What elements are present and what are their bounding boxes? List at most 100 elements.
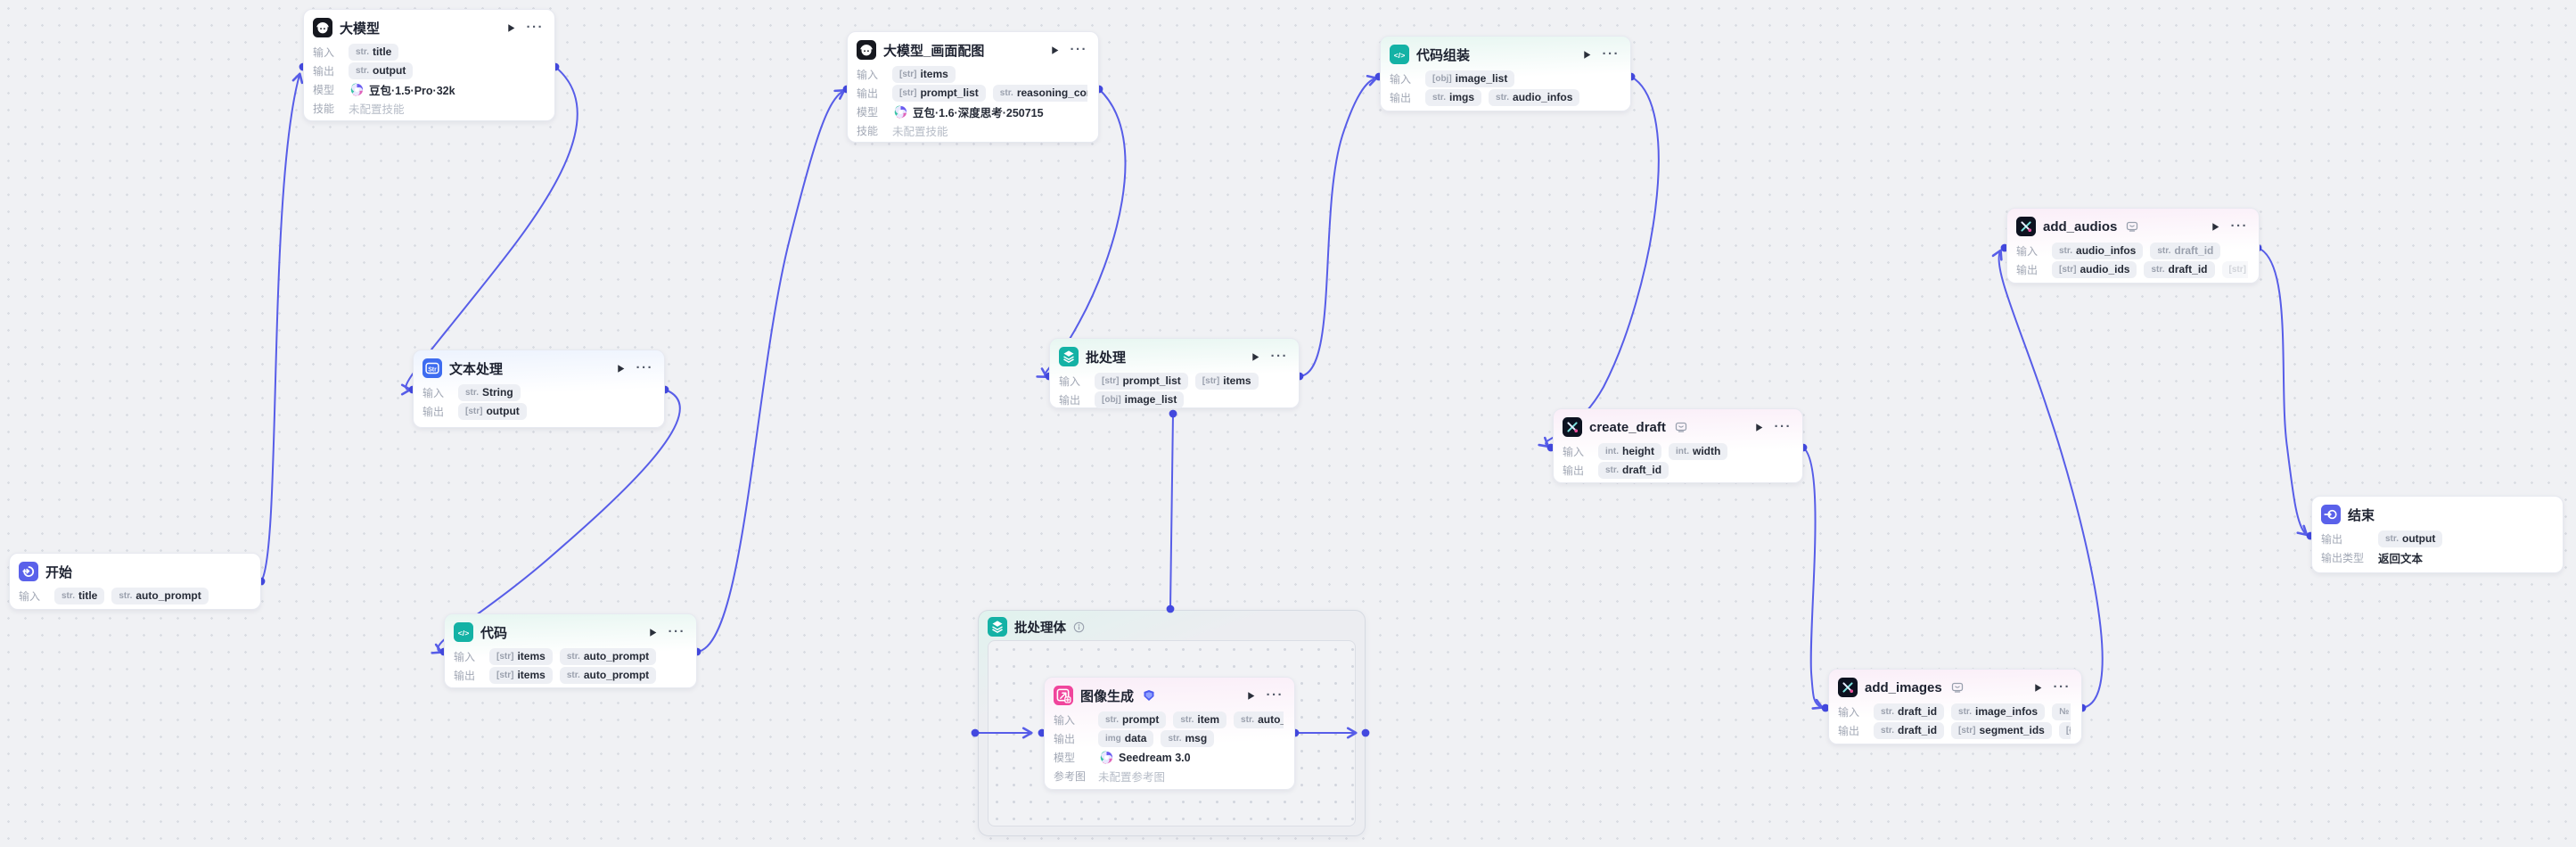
run-button[interactable] [1246,691,1256,701]
edge-start-to-llm[interactable] [260,72,304,582]
run-button[interactable] [1251,352,1260,362]
node-header: </>代码··· [445,614,696,646]
row-values: 未配置技能 [892,122,948,139]
param-pill-items[interactable]: [str]items [892,66,956,83]
run-button[interactable] [1754,423,1764,432]
batch-body-container[interactable]: 批处理体 [978,610,1366,836]
more-menu-button[interactable]: ··· [1270,349,1288,364]
node-header: 大模型··· [304,10,554,41]
run-button[interactable] [616,364,626,374]
param-pill-height[interactable]: int.height [1598,443,1661,460]
type-tag: str. [2059,246,2073,256]
param-pill-auto_prompt[interactable]: str.auto_prompt [559,667,657,684]
edge-create-draft-to-add-images[interactable] [1802,447,1824,710]
param-pill-draft_id[interactable]: str.draft_id [2144,261,2215,278]
run-button[interactable] [2211,222,2220,232]
param-pill-draft_id[interactable]: str.draft_id [1874,722,1945,739]
param-pill-imgs[interactable]: str.imgs [1425,89,1482,106]
param-pill-items[interactable]: [str]items [489,648,553,665]
param-pill-audio_infos[interactable]: str.audio_infos [2052,243,2144,259]
more-menu-button[interactable]: ··· [2230,218,2248,234]
run-button[interactable] [2033,683,2043,693]
edge-add-images-to-add-audios[interactable] [1991,249,2104,709]
param-pill-title[interactable]: str.title [54,588,105,604]
param-pill-items[interactable]: [str]items [1194,373,1259,390]
more-menu-button[interactable]: ··· [2053,679,2071,695]
param-pill-segment_infos[interactable]: [{}]segment_infos [2058,722,2071,739]
param-pill-audio_ids[interactable]: [str]audio_ids [2052,261,2137,278]
param-pill-auto_prompt[interactable]: str.auto_prompt [111,588,209,604]
node-rows: 输入str.promptstr.itemstr.auto_prompt输出img… [1045,709,1294,793]
param-pill-image_list[interactable]: [obj]image_list [1425,70,1515,87]
param-pill-image_infos[interactable]: str.image_infos [1951,703,2046,720]
run-button[interactable] [1582,50,1592,60]
param-pill-width[interactable]: int.width [1669,443,1728,460]
more-menu-button[interactable]: ··· [668,624,685,639]
run-button[interactable] [648,628,658,637]
param-pill-output[interactable]: [str]output [458,403,527,420]
param-pill-image_list[interactable]: [obj]image_list [1095,391,1185,408]
param-pill-prompt_list[interactable]: [str]prompt_list [1095,373,1188,390]
param-pill-output[interactable]: str.output [349,62,414,79]
param-pill-audio_infos[interactable]: str.audio_infos [1489,89,1580,106]
info-icon[interactable] [1073,621,1085,633]
edge-text-process-to-code[interactable] [431,389,681,654]
param-pill-auto_prompt[interactable]: str.auto_prompt [559,648,657,665]
param-pill-segment_ids[interactable]: [str]segment_ids [1951,722,2052,739]
edge-code-to-llm-scene[interactable] [696,88,846,653]
row-values: str.title str.auto_prompt [54,588,209,604]
more-menu-button[interactable]: ··· [636,360,653,375]
param-pill-draft_id[interactable]: str.draft_id [1874,703,1945,720]
param-pill-auto_prompt[interactable]: str.auto_prompt [1234,711,1284,728]
run-button[interactable] [1050,45,1060,55]
batch-body-header: 批处理体 [979,611,1365,641]
param-pill-String[interactable]: str.String [458,384,521,401]
edge-batch-to-batch-body[interactable] [1169,413,1174,609]
type-tag: str. [356,66,370,76]
more-menu-button[interactable]: ··· [1602,46,1620,62]
more-menu-button[interactable]: ··· [1266,687,1284,703]
more-menu-button[interactable]: ··· [526,20,544,35]
node-row: 输出[obj]image_list [1059,391,1288,409]
param-pill-item[interactable]: str.item [1173,711,1227,728]
param-pill-items[interactable]: [str]items [489,667,553,684]
row-label: 输入 [1838,706,1860,719]
param-pill-output[interactable]: str.output [2378,530,2443,547]
node-image-gen[interactable]: 图像生成···输入str.promptstr.itemstr.auto_prom… [1044,677,1295,790]
more-menu-button[interactable]: ··· [1070,42,1087,57]
row-label: 模型 [1054,752,1076,764]
edge-add-audios-to-end[interactable] [2257,247,2309,537]
more-menu-button[interactable]: ··· [1774,419,1792,434]
run-button[interactable] [506,23,516,33]
param-pill-title[interactable]: str.title [349,44,399,61]
type-tag: str. [119,591,133,601]
edge-code-assemble-to-create-draft[interactable] [1538,76,1660,448]
param-pill-msg[interactable]: str.msg [1161,730,1215,747]
param-pill-draft_id[interactable]: str.draft_id [1598,462,1669,479]
param-pill-prompt_list[interactable]: [str]prompt_list [892,85,986,102]
param-pill-segment_ids[interactable]: [str]segment_ids [2221,261,2248,278]
node-header: create_draft··· [1554,409,1802,440]
param-pill-reasoning_content[interactable]: str.reasoning_content [992,85,1087,102]
param-pill-alpha[interactable]: №alpha [2052,703,2071,720]
param-pill-prompt[interactable]: str.prompt [1098,711,1167,728]
node-title: 文本处理 [449,361,504,377]
row-values: 未配置技能 [349,100,405,117]
param-pill-draft_id[interactable]: str.draft_id [2150,243,2221,259]
edge-batch-to-code-assemble[interactable] [1299,74,1378,377]
